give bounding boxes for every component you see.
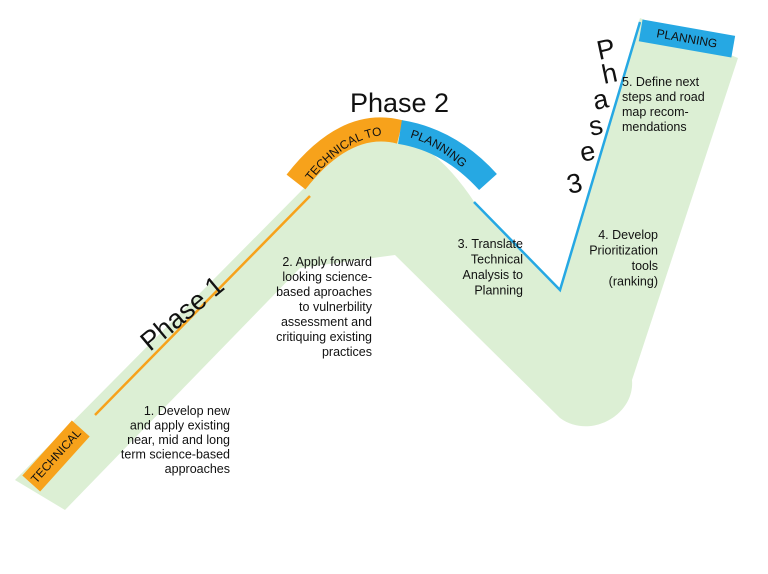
phase-3-letter: P (594, 33, 618, 66)
step-line: 3. Translate (458, 237, 523, 251)
step-line: (ranking) (609, 275, 658, 289)
step-line: Prioritization (589, 244, 658, 258)
step-line: mendations (622, 120, 687, 134)
planning-end-tag-bg (638, 19, 736, 58)
step-line: Analysis to (463, 268, 523, 282)
planning-arc (397, 120, 497, 191)
phase-3-letter: h (599, 57, 620, 89)
step-line: near, mid and long (127, 433, 230, 447)
step-line: Planning (474, 284, 523, 298)
step-line: map recom- (622, 105, 689, 119)
step-line: practices (322, 345, 372, 359)
technical-path-line (94, 195, 311, 416)
step-line: 1. Develop new (144, 404, 231, 418)
phase-3-letter: s (586, 110, 605, 142)
step-line: to vulnerbility (299, 300, 373, 314)
phase-3-letter: e (577, 135, 598, 167)
step-line: 5. Define next (622, 75, 700, 89)
step-line: and apply existing (130, 419, 230, 433)
step-line: assessment and (281, 315, 372, 329)
step-line: approaches (165, 462, 230, 476)
step-line: critiquing existing (276, 330, 372, 344)
step-line: tools (632, 259, 658, 273)
step-line: looking science- (282, 270, 372, 284)
roadmap-band (15, 18, 738, 510)
step-line: steps and road (622, 90, 705, 104)
phase-3-letter: 3 (564, 167, 585, 199)
step-line: Technical (471, 253, 523, 267)
step-line: 2. Apply forward (282, 255, 372, 269)
step-line: term science-based (121, 448, 230, 462)
planning-path-line (473, 21, 642, 293)
technical-to-arc (286, 117, 404, 190)
phase-2-label: Phase 2 (350, 88, 449, 118)
step-line: 4. Develop (598, 228, 658, 242)
technical-start-tag-bg (22, 420, 90, 492)
step-line: based aproaches (276, 285, 372, 299)
